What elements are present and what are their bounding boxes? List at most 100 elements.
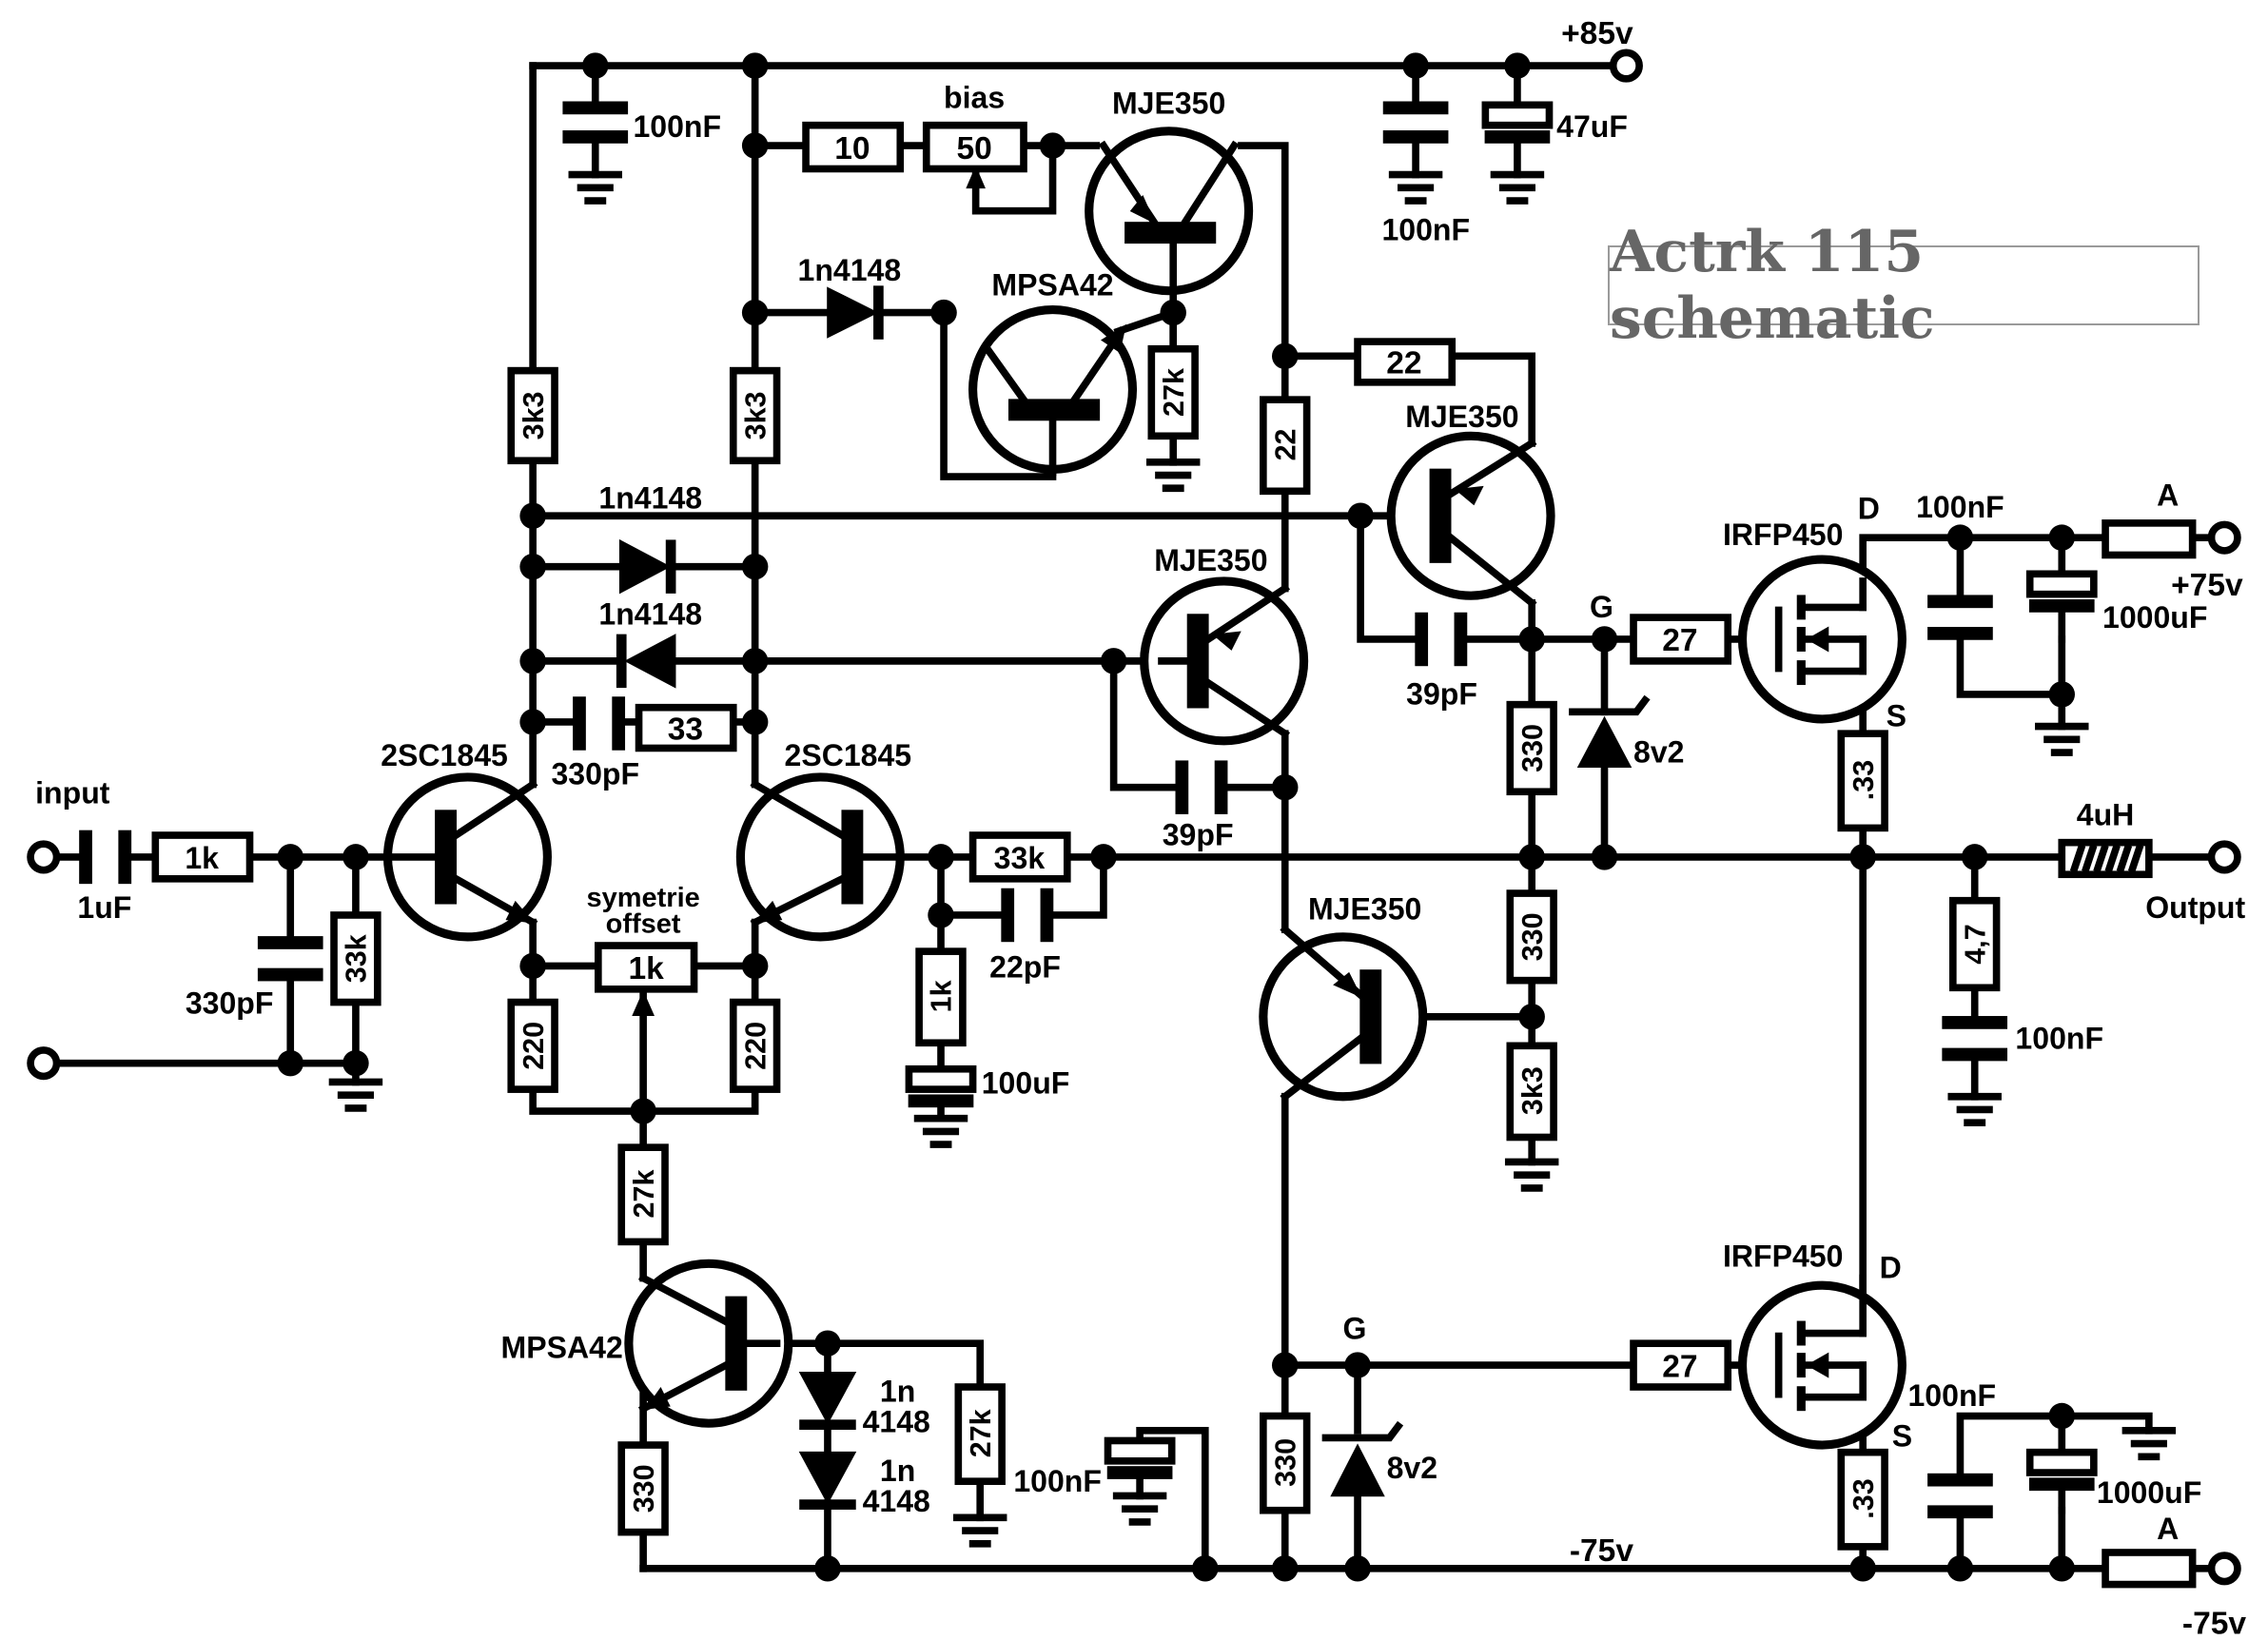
sym-line1-label: symetrie: [587, 883, 700, 913]
diagram-title: Actrk 115 schematic: [1608, 219, 2200, 352]
d-bot2-b-label: 4148: [863, 1484, 930, 1518]
mosfet-bottom-label: IRFP450: [1723, 1239, 1843, 1273]
capacitors: [79, 101, 2098, 1519]
c-miller-b-label: 39pF: [1163, 818, 1234, 852]
c-85-47u-label: 47uF: [1556, 109, 1628, 144]
r-fb-label: 33k: [994, 841, 1046, 875]
r27k-top-label: 27k: [1158, 368, 1190, 417]
sym-line2-label: offset: [606, 908, 681, 939]
transistors: [382, 127, 1555, 1428]
r-sym-label: 1k: [629, 951, 665, 986]
q-lower-vas-label: MJE350: [1308, 892, 1421, 927]
d-top-label: 1n4148: [798, 253, 902, 287]
pin-s-top-label: S: [1887, 699, 1906, 733]
c-85-100n-label: 100nF: [1381, 212, 1470, 246]
pin-s-bottom-label: S: [1892, 1419, 1912, 1454]
r-gate-top-label: 27: [1662, 623, 1697, 658]
r22-vert-label: 22: [1269, 428, 1301, 460]
pos85-label: +85v: [1561, 16, 1633, 51]
input-ground-terminal: [27, 1046, 61, 1081]
r10-label: 10: [834, 131, 870, 166]
q-vas-label: MJE350: [1405, 400, 1518, 434]
mosfets: [1737, 555, 1906, 1450]
z-bot-label: 8v2: [1387, 1451, 1437, 1485]
pin-g-bottom-label: G: [1343, 1312, 1367, 1346]
r-gate-bot-label: 27: [1662, 1349, 1697, 1384]
r3k3-bot-label: 3k3: [1516, 1066, 1549, 1115]
r-fb-gnd-label: 1k: [926, 980, 958, 1012]
fuse-top-body: [2102, 519, 2197, 559]
c-pos-100n-label: 100nF: [1916, 490, 2004, 524]
c-pos-1000u-label: 1000uF: [2102, 600, 2207, 635]
r220-right-label: 220: [739, 1022, 772, 1070]
mosfet-top-label: IRFP450: [1723, 517, 1843, 552]
bias-label: bias: [944, 80, 1005, 114]
d-bot1-a-label: 1n: [880, 1374, 915, 1408]
r22-horiz-label: 22: [1386, 346, 1421, 381]
inductor-label: 4uH: [2077, 797, 2135, 831]
r27k-mid-label: 27k: [628, 1170, 660, 1219]
q-bias-label: MJE350: [1112, 86, 1225, 120]
r-src-top-label: .33: [1848, 760, 1880, 800]
r3k3-left-label: 3k3: [518, 391, 550, 439]
c-neg-1000u-label: 1000uF: [2097, 1475, 2201, 1510]
pos85-terminal: [1609, 49, 1643, 83]
c-fb-label: 22pF: [989, 950, 1061, 985]
r-src-bot-label: .33: [1848, 1478, 1880, 1518]
pin-g-top-label: G: [1590, 590, 1613, 624]
diode-labels: 1n4148 1n4148 1n4148 1n 4148 1n 4148 8v2…: [598, 253, 1684, 1518]
d-mid1-label: 1n4148: [598, 481, 702, 516]
r33-label: 33: [668, 712, 703, 747]
fuse-bottom-label: A: [2157, 1512, 2179, 1546]
r27k-bot-label: 27k: [965, 1409, 997, 1457]
output-label: Output: [2145, 890, 2245, 925]
pin-d-top-label: D: [1858, 491, 1880, 525]
neg75-bus-label: -75v: [1570, 1533, 1634, 1569]
r-in-label: 1k: [185, 841, 219, 875]
pos75-terminal: [2207, 520, 2241, 555]
fuses-inductor: [2058, 519, 2197, 1589]
r33k-shunt-label: 33k: [341, 934, 373, 983]
r330-gate-dn-label: 330: [1516, 912, 1549, 961]
terminals: [27, 49, 2241, 1586]
output-terminal: [2207, 840, 2241, 874]
capacitor-labels: 1uF 330pF 100nF 100nF 47uF 330pF 39pF 39…: [77, 109, 2207, 1510]
c-fb-gnd-label: 100uF: [982, 1066, 1070, 1101]
c-in-shunt-label: 330pF: [186, 986, 274, 1021]
transistor-labels: MJE350 MPSA42 MJE350 MJE350 MJE350 2SC18…: [381, 86, 1843, 1364]
fuse-top-label: A: [2157, 478, 2179, 513]
q-mpsa-bottom-label: MPSA42: [501, 1330, 623, 1364]
c-diff-label: 330pF: [551, 757, 639, 791]
junction-dots: [277, 52, 2076, 1582]
r330-bl-label: 330: [628, 1464, 660, 1513]
c-miller-a-label: 39pF: [1406, 677, 1477, 712]
diodes: [616, 285, 1651, 1510]
pos75-label: +75v: [2171, 568, 2243, 603]
c-neg-100n-label: 100nF: [1907, 1378, 1996, 1413]
c-neg-bias-label: 100nF: [1013, 1464, 1102, 1498]
neg75-label: -75v: [2182, 1606, 2247, 1640]
r-bias-label: 50: [956, 131, 991, 166]
q-driver-upper-label: MJE350: [1154, 543, 1267, 577]
d-bot2-a-label: 1n: [880, 1454, 915, 1488]
c-top-100n-label: 100nF: [633, 109, 721, 144]
input-terminal: [27, 840, 61, 874]
d-bot1-b-label: 4148: [863, 1404, 930, 1438]
input-label: input: [35, 775, 110, 810]
r-zobel-label: 4,7: [1959, 924, 1991, 964]
r220-left-label: 220: [518, 1022, 550, 1070]
resistor-labels: 1k 10 50 22 33 1k 33k 27 27 3k3 3k3 27k …: [185, 131, 1991, 1519]
r330-neg-label: 330: [1269, 1438, 1301, 1487]
resistors: [151, 121, 2001, 1551]
fuse-bottom-body: [2102, 1549, 2197, 1589]
pin-d-bottom-label: D: [1880, 1251, 1902, 1285]
misc-labels: +85v +75v -75v -75v input Output bias sy…: [35, 16, 2246, 1640]
q-diff-left-label: 2SC1845: [381, 738, 508, 772]
c-in-label: 1uF: [77, 890, 131, 925]
q-diff-right-label: 2SC1845: [785, 738, 912, 772]
r3k3-mid-label: 3k3: [739, 391, 772, 439]
neg75-terminal: [2207, 1552, 2241, 1586]
d-mid2-label: 1n4148: [598, 597, 702, 632]
r330-gate-up-label: 330: [1516, 724, 1549, 772]
